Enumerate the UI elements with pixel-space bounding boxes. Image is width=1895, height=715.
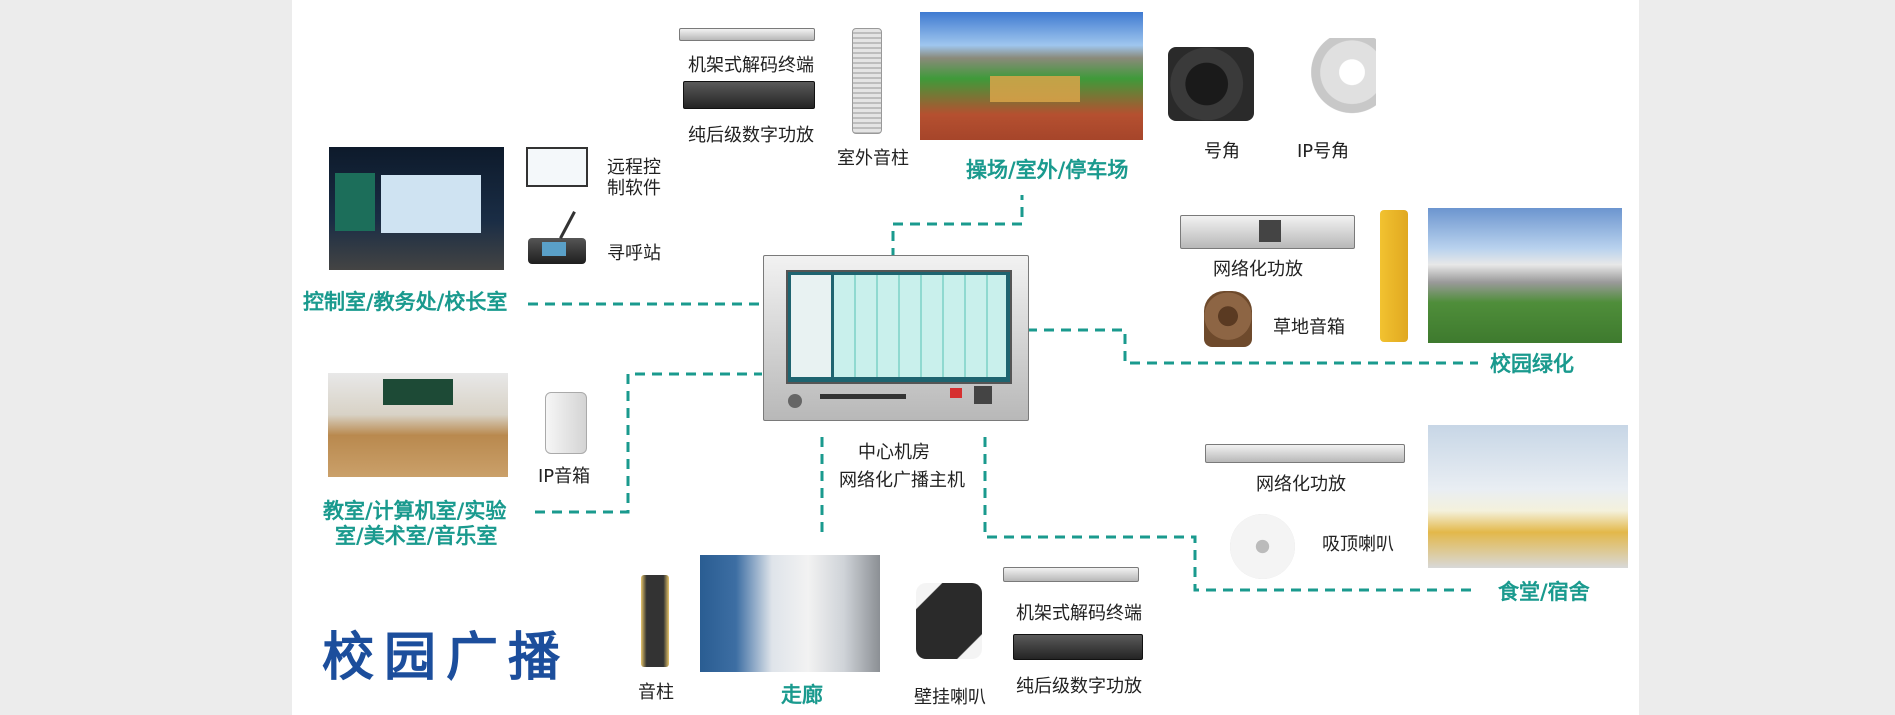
link-classroom [535,372,762,514]
broadcast-host [763,255,1029,421]
remote-software-label-2: 制软件 [607,178,661,199]
canteen-photo [1428,425,1628,568]
rack-decoder-top-label: 机架式解码终端 [688,55,814,76]
link-canteen [983,437,1475,592]
control-room-photo [329,147,504,270]
playground-photo [920,12,1143,140]
power-amp-bottom-label: 纯后级数字功放 [1016,676,1142,697]
paging-station [528,211,586,264]
power-amp-top-label: 纯后级数字功放 [688,125,814,146]
net-amp-right [1180,215,1355,249]
corridor-photo [700,555,880,672]
center-label-2: 网络化广播主机 [839,470,965,491]
remote-software-label-1: 远程控 [607,157,661,178]
power-amp-bottom [1013,634,1143,660]
ip-horn-speaker [1296,38,1376,114]
ip-horn-label: IP号角 [1297,141,1350,162]
zone-playground: 操场/室外/停车场 [966,158,1129,182]
zone-classroom-line2: 室/美术室/音乐室 [335,524,498,548]
wall-speaker-label: 壁挂喇叭 [914,687,986,708]
horn-label: 号角 [1204,141,1240,162]
zone-campus: 校园绿化 [1490,352,1574,376]
column-speaker [641,575,669,667]
lawn-speaker [1204,291,1252,347]
ip-speaker [545,392,587,454]
rack-decoder-bottom [1003,567,1139,582]
ceiling-speaker [1230,514,1295,579]
zone-corridor: 走廊 [781,683,823,707]
zone-canteen: 食堂/宿舍 [1498,580,1590,604]
outdoor-column-label: 室外音柱 [837,148,909,169]
horn-speaker [1168,47,1254,121]
remote-software-monitor [526,147,588,187]
wall-speaker [916,583,982,659]
net-amp-bottom [1205,444,1405,463]
lawn-speaker-label: 草地音箱 [1273,317,1345,338]
rack-decoder-top [679,28,815,41]
power-amp-top [683,81,815,109]
net-amp-bottom-label: 网络化功放 [1256,474,1346,495]
zone-control: 控制室/教务处/校长室 [303,290,508,314]
ceiling-speaker-label: 吸顶喇叭 [1322,534,1394,555]
campus-photo [1428,208,1622,343]
net-amp-right-label: 网络化功放 [1213,259,1303,280]
page-title: 校园广播 [322,627,571,688]
link-campus [1027,328,1478,365]
link-playground [891,195,1024,258]
classroom-photo [328,373,508,477]
zone-classroom-line1: 教室/计算机室/实验 [323,499,507,523]
column-speaker-label: 音柱 [638,682,674,703]
help-point-pillar [1380,210,1408,342]
host-screen [786,270,1012,384]
ip-speaker-label: IP音箱 [538,466,591,487]
outdoor-column-speaker [852,28,882,134]
rack-decoder-bottom-label: 机架式解码终端 [1016,603,1142,624]
paging-station-label: 寻呼站 [607,243,661,264]
center-label-1: 中心机房 [858,442,930,463]
